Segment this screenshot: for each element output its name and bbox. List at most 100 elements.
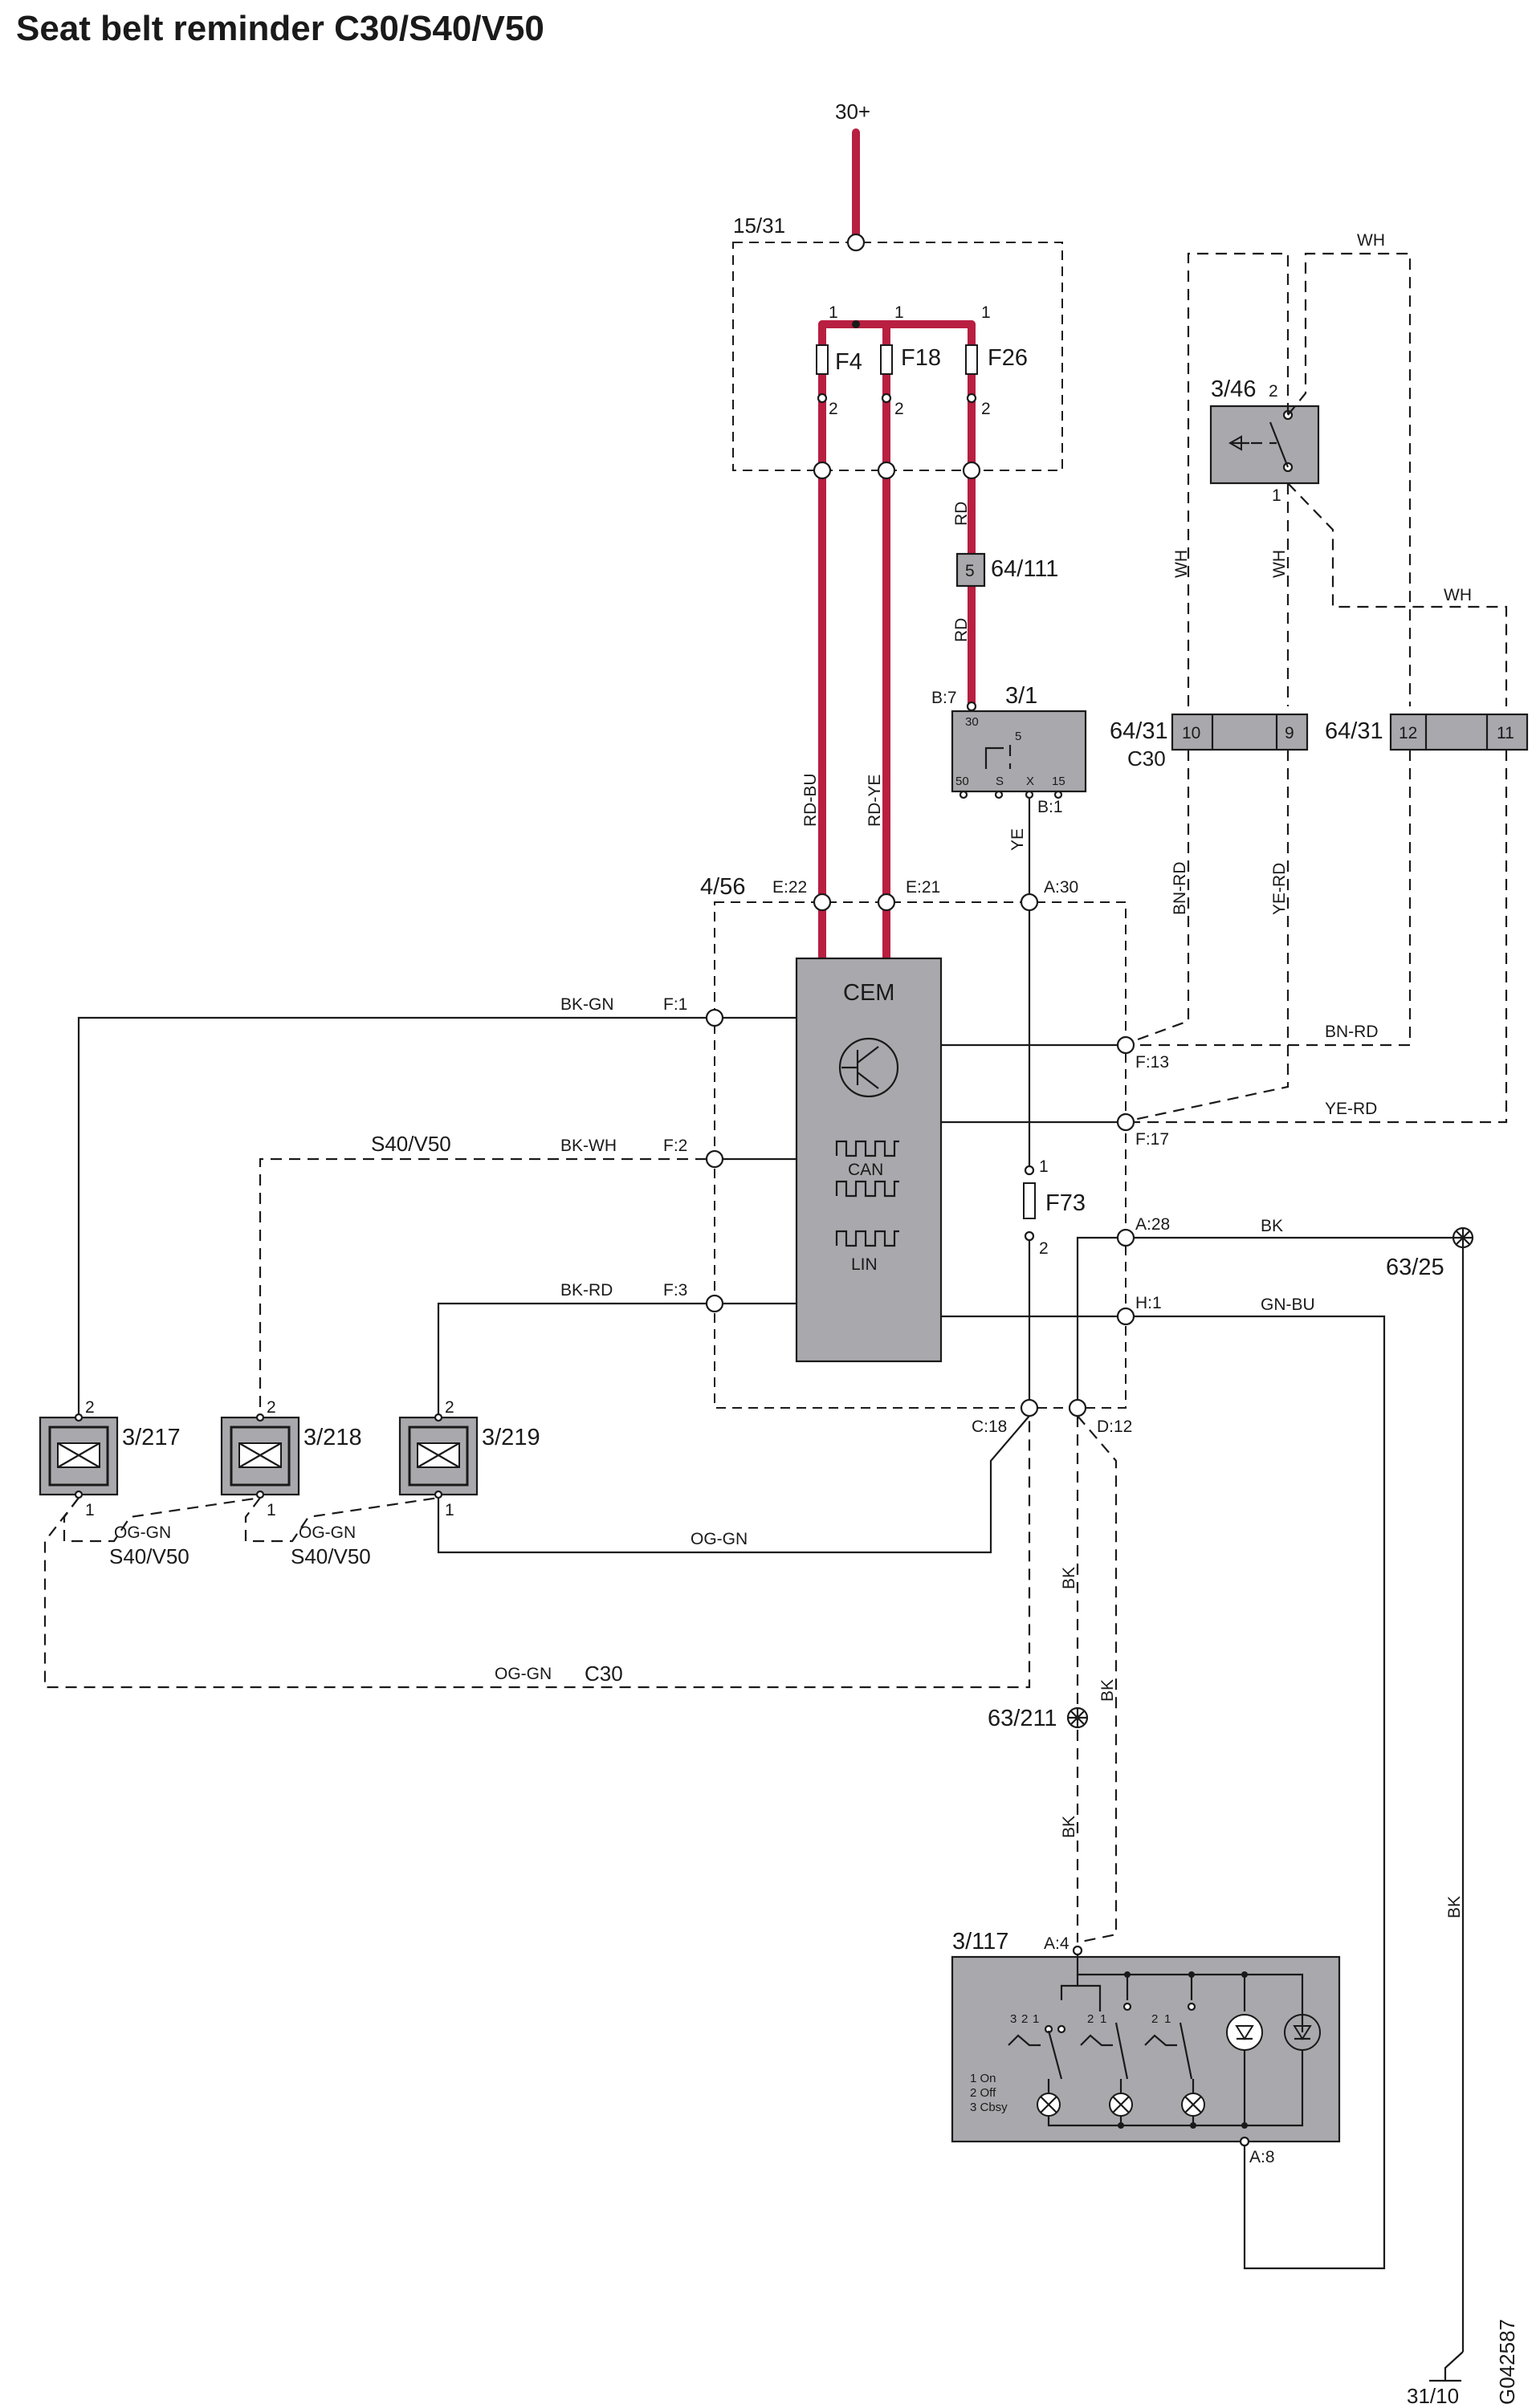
- ground-31-10: 31/10: [1407, 2351, 1464, 2408]
- wire-label-wh-top: WH: [1357, 231, 1385, 250]
- wire-label-bk-rd: BK-RD: [560, 1281, 613, 1300]
- wire-label-bk-wh: BK-WH: [560, 1137, 617, 1155]
- wire-label-bk-3: BK: [1060, 1816, 1078, 1838]
- buckle-switch-3-217: 2 1 3/217: [39, 1398, 181, 1519]
- panel-switch-1: 3 2 1: [1008, 2012, 1066, 2080]
- cem-module-4-56: 4/56 CEM CAN LIN E:22 E:21 A:30 F:1 F:2 …: [663, 874, 1170, 1436]
- door-switch-3-46: 3/46 2 1: [1209, 376, 1320, 505]
- ground-point-63-211: 63/211: [988, 1706, 1089, 1731]
- fuse-box-ref: 15/31: [733, 214, 785, 238]
- cem-pin-h1: H:1: [1135, 1294, 1162, 1312]
- fuse-f18-pin-in: 1: [894, 303, 904, 322]
- ignition-switch-label: 3/1: [1005, 683, 1037, 709]
- wire-label-rd-bu: RD-BU: [801, 774, 820, 828]
- fuse-f4-pin-out: 2: [829, 400, 838, 418]
- fuse-f4: 1 F4 2: [816, 303, 862, 418]
- panel-switch-3-pin-2: 2: [1151, 2012, 1158, 2026]
- variant-label-s40-v50-1: S40/V50: [109, 1544, 189, 1568]
- buckle-3-218-pin-2: 2: [267, 1398, 276, 1417]
- panel-legend-on: 1 On: [970, 2072, 996, 2085]
- fuse-f18-pin-out: 2: [894, 400, 904, 418]
- cem-pin-e21: E:21: [906, 878, 940, 897]
- wire-label-rd-2: RD: [952, 618, 971, 642]
- indicator-pin-a8: A:8: [1249, 2148, 1275, 2166]
- cem-pin-e22: E:22: [772, 878, 807, 897]
- fuse-f73-label: F73: [1045, 1190, 1086, 1216]
- wire-label-og-gn-1: OG-GN: [114, 1523, 171, 1542]
- cem-pin-d12: D:12: [1097, 1418, 1132, 1436]
- wire-label-wh-mid: WH: [1270, 550, 1289, 578]
- wire-label-bk-right: BK: [1445, 1896, 1464, 1918]
- wire-label-bk-gn: BK-GN: [560, 995, 614, 1014]
- wire-label-ye: YE: [1008, 828, 1027, 851]
- ignition-term-5: 5: [1015, 730, 1021, 743]
- buckle-3-217-pin-2: 2: [85, 1398, 95, 1417]
- cem-pin-a28: A:28: [1135, 1215, 1170, 1234]
- wire-label-ye-rd-v: YE-RD: [1270, 863, 1289, 915]
- panel-legend-cbsy: 3 Cbsy: [970, 2101, 1008, 2114]
- ground-63-211-label: 63/211: [988, 1706, 1057, 1731]
- ignition-term-x: X: [1026, 775, 1034, 788]
- panel-switch-3-pin-1: 1: [1164, 2012, 1171, 2026]
- drawing-id: G042587: [1495, 2319, 1519, 2405]
- panel-switch-3: 2 1: [1144, 2002, 1196, 2080]
- connector-64-31-pin-12: 12: [1399, 724, 1417, 742]
- cem-lin-label: LIN: [851, 1255, 878, 1274]
- fuse-box-15-31: 15/31 1 F4 2 1 F18 2 1 F26 2: [732, 214, 1063, 480]
- terminal-30-label: 30+: [835, 100, 870, 124]
- connector-64-31-pin-10: 10: [1182, 724, 1200, 742]
- wire-label-bn-rd-v: BN-RD: [1171, 862, 1189, 916]
- buckle-3-219-pin-2: 2: [445, 1398, 454, 1417]
- connector-64-31-c30: 10 9 64/31 C30: [1110, 713, 1309, 771]
- cem-pin-f3: F:3: [663, 1281, 687, 1300]
- panel-switch-2-pin-2: 2: [1087, 2012, 1094, 2026]
- buckle-3-219-label: 3/219: [482, 1425, 540, 1450]
- buckle-3-218-label: 3/218: [304, 1425, 362, 1450]
- door-switch-pin-1: 1: [1272, 486, 1281, 505]
- fuse-f26: 1 F26 2: [965, 303, 1028, 418]
- indicator-panel-label: 3/117: [952, 1929, 1008, 1954]
- cem-ref-label: 4/56: [700, 874, 745, 900]
- diagram-title: Seat belt reminder C30/S40/V50: [16, 9, 544, 48]
- connector-64-111: 5 64/111: [955, 552, 1058, 588]
- wire-label-gn-bu: GN-BU: [1261, 1296, 1315, 1314]
- cem-pin-f13: F:13: [1135, 1053, 1169, 1072]
- fuse-f73: 1 F73 2: [1023, 1157, 1086, 1258]
- variant-label-s40-v50-2: S40/V50: [291, 1544, 371, 1568]
- fuse-f4-label: F4: [835, 349, 862, 375]
- wire-label-rd-1: RD: [952, 502, 971, 526]
- ignition-term-s: S: [996, 775, 1004, 788]
- connector-64-31-pin-9: 9: [1285, 724, 1294, 742]
- door-switch-label: 3/46: [1211, 376, 1256, 402]
- panel-lamp-1: [1037, 2079, 1061, 2117]
- connector-64-31-label-b: 64/31: [1325, 718, 1383, 744]
- power-wires: [818, 128, 976, 963]
- connector-64-31-pin-11: 11: [1497, 724, 1514, 742]
- ignition-pin-b1: B:1: [1037, 798, 1063, 816]
- wire-label-rd-ye: RD-YE: [866, 775, 884, 827]
- buckle-3-217-pin-1: 1: [85, 1501, 95, 1519]
- ignition-pin-b7: B:7: [931, 689, 957, 707]
- buckle-3-217-label: 3/217: [122, 1425, 181, 1450]
- panel-switch-1-pin-1: 1: [1033, 2012, 1039, 2026]
- connector-64-111-label: 64/111: [991, 556, 1058, 582]
- buckle-3-218-pin-1: 1: [267, 1501, 276, 1519]
- panel-switch-1-pin-2: 2: [1021, 2012, 1028, 2026]
- door-switch-pin-2: 2: [1269, 382, 1278, 401]
- variant-label-s40-v50-top: S40/V50: [371, 1132, 451, 1156]
- wire-label-bk-1: BK: [1060, 1567, 1078, 1589]
- ignition-switch-3-1: B:7 3/1 30 5 50 S X 15 B:1: [931, 683, 1087, 816]
- panel-lamp-2: [1109, 2079, 1133, 2117]
- wire-label-wh-right: WH: [1444, 586, 1472, 604]
- indicator-panel-3-117: 3/117 A:4 A:8 3 2 1 2 1 2: [951, 1929, 1341, 2166]
- wire-label-og-gn-2: OG-GN: [299, 1523, 356, 1542]
- cem-pin-c18: C:18: [972, 1418, 1007, 1436]
- wire-label-ye-rd-h: YE-RD: [1325, 1100, 1377, 1118]
- wire-label-bn-rd-h: BN-RD: [1325, 1023, 1379, 1041]
- fuse-f26-label: F26: [988, 345, 1028, 371]
- fuse-f18-label: F18: [901, 345, 941, 371]
- ignition-term-15: 15: [1052, 775, 1065, 788]
- ignition-term-50: 50: [955, 775, 969, 788]
- buckle-switch-3-219: 2 1 3/219: [398, 1398, 540, 1519]
